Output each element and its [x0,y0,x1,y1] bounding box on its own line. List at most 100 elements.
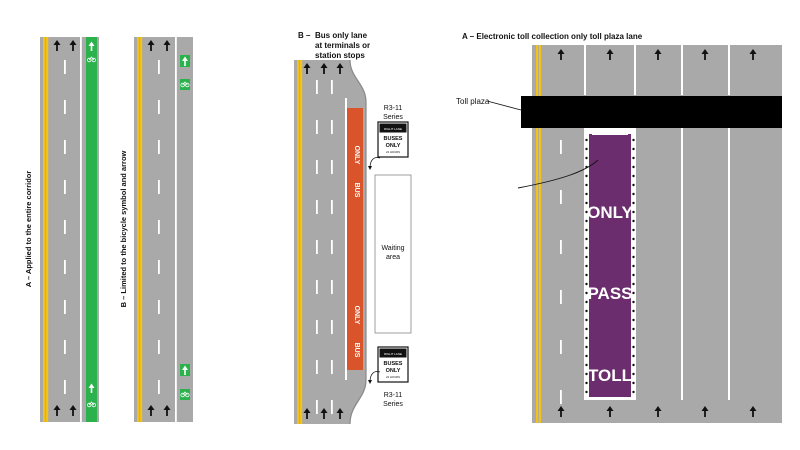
caption-a: A – Applied to the entire corridor [24,171,33,288]
raised-marker-dot [632,192,635,196]
raised-marker-dot [632,309,635,313]
purple-toll-lane [589,134,631,397]
raised-marker-dot [632,363,635,367]
raised-marker-dot [632,246,635,250]
yellow-edge-line-toll-2 [539,45,542,423]
raised-marker-dot [632,327,635,331]
raised-marker-dot [585,300,588,304]
r3-11-sign: RIGHT LANE BUSES ONLY 24 HOURS [377,346,409,383]
raised-marker-dot [632,147,635,151]
toll-lane-marking: PASS [587,284,632,303]
yellow-edge-line-b-2 [140,37,143,422]
lane-dashes-b [158,60,160,394]
yellow-edge-line-a [43,37,46,422]
raised-marker-dot [585,174,588,178]
raised-marker-dot [585,345,588,349]
raised-marker-dot [632,354,635,358]
raised-marker-dot [585,390,588,394]
green-marking-bg [180,389,190,400]
bus-lane-marking: ONLY [353,146,360,165]
bus-lane-marking: BUS [353,343,360,358]
raised-marker-dot [585,318,588,322]
sign-series-label: Series [383,114,403,121]
raised-marker-dot [585,183,588,187]
raised-marker-dot [585,363,588,367]
bus-lane-edge-line [345,98,347,380]
raised-marker-dot [585,237,588,241]
lane-dashes-bus [316,80,333,414]
raised-marker-dot [632,201,635,205]
toll-lane-lines [560,45,730,404]
sign-small-text: 24 HOURS [386,375,400,379]
raised-marker-dot [585,282,588,286]
panel-a-corridor: A – Applied to the entire corridor [24,37,99,422]
raised-marker-dot [632,291,635,295]
raised-marker-dot [632,336,635,340]
bike-lane-line-b [175,37,177,422]
toll-plaza-label: Toll plaza [456,97,490,106]
waiting-area-label: area [386,254,400,261]
panel-b-bike-symbol: B – Limited to the bicycle symbol and ar… [119,37,193,422]
sign-pointer-arrowhead [368,166,372,170]
bus-panel-letter: B – [298,31,311,40]
raised-marker-dot [632,390,635,394]
raised-marker-dot [632,381,635,385]
raised-marker-dot [632,165,635,169]
yellow-edge-line-bus [297,60,300,424]
bike-lane-line-a [80,37,82,422]
raised-marker-dot [632,138,635,142]
raised-marker-dot [585,372,588,376]
bus-panel-title-line: at terminals or [315,41,370,50]
panel-toll-plaza: A – Electronic toll collection only toll… [456,32,782,423]
toll-lane-bar [592,133,628,135]
bus-panel-title-line: station stops [315,51,365,60]
bus-lane-marking: ONLY [353,306,360,325]
raised-marker-dot [632,183,635,187]
raised-marker-dot [585,255,588,259]
raised-marker-dot [585,246,588,250]
sign-main-text: ONLY [386,368,401,374]
r3-11-sign: RIGHT LANE BUSES ONLY 24 HOURS [377,121,409,158]
yellow-edge-line-toll [536,45,539,423]
raised-marker-dot [585,147,588,151]
bus-panel-title-line: Bus only lane [315,31,368,40]
raised-marker-dot [585,354,588,358]
raised-marker-dot [585,228,588,232]
raised-marker-dot [632,300,635,304]
toll-plaza-bar [521,96,782,128]
raised-marker-dot [585,381,588,385]
raised-marker-dot [585,327,588,331]
raised-marker-dot [585,192,588,196]
green-marking-bg [180,79,190,90]
yellow-edge-line-bus-2 [300,60,303,424]
sign-main-text: BUSES [384,136,403,142]
sign-top-text: RIGHT LANE [384,352,402,356]
raised-marker-dot [632,273,635,277]
green-bike-lane-a [86,37,97,422]
raised-marker-dot [585,291,588,295]
toll-lane-dots [585,138,635,394]
raised-marker-dot [585,156,588,160]
raised-marker-dot [585,138,588,142]
raised-marker-dot [585,210,588,214]
raised-marker-dot [632,228,635,232]
raised-marker-dot [585,273,588,277]
yellow-edge-line-a-2 [46,37,49,422]
raised-marker-dot [632,282,635,286]
bus-lane-marking: BUS [353,183,360,198]
sign-series-label: R3-11 [384,392,403,399]
sign-top-text: RIGHT LANE [384,127,402,131]
sign-main-text: ONLY [386,143,401,149]
panel-b-bus-lane: B – Bus only lane at terminals or statio… [294,31,412,425]
sign-series-label: R3-11 [384,105,403,112]
raised-marker-dot [632,219,635,223]
raised-marker-dot [585,219,588,223]
raised-marker-dot [632,372,635,376]
raised-marker-dot [632,156,635,160]
sign-main-text: BUSES [384,361,403,367]
raised-marker-dot [632,318,635,322]
red-bus-lane [347,108,363,370]
toll-panel-title: A – Electronic toll collection only toll… [462,32,643,41]
raised-marker-dot [632,174,635,178]
